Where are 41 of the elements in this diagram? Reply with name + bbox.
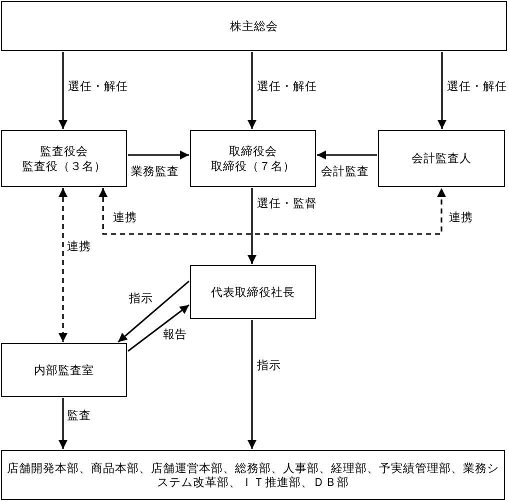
org-box bbox=[1, 1, 507, 51]
edge-label: 連携 bbox=[66, 240, 92, 254]
box-text: 取締役（７名） bbox=[211, 158, 295, 173]
edge-label: 指示 bbox=[128, 292, 154, 306]
arrow bbox=[128, 150, 189, 160]
arrow bbox=[58, 188, 68, 342]
note-label: 連携 bbox=[448, 211, 474, 225]
org-box bbox=[190, 130, 316, 187]
box-text: 内部監査室 bbox=[34, 362, 94, 378]
org-box bbox=[1, 343, 127, 397]
edge-label: 監査 bbox=[66, 409, 92, 423]
edge-label: 選任・解任 bbox=[67, 80, 129, 94]
org-box bbox=[1, 130, 127, 187]
edge-label: 報告 bbox=[162, 328, 188, 342]
edge-label: 選任・監督 bbox=[256, 197, 318, 211]
edge-label: 選任・解任 bbox=[446, 80, 508, 94]
org-box bbox=[1, 450, 505, 500]
edge-label: 指示 bbox=[256, 359, 282, 373]
box-text: 取締役会 bbox=[229, 144, 277, 158]
box-text: 監査役会 bbox=[40, 144, 88, 158]
org-box bbox=[378, 130, 505, 187]
edge-label: 業務監査 bbox=[130, 165, 180, 179]
box-text: 監査役（３名） bbox=[22, 158, 106, 173]
arrow bbox=[118, 280, 190, 343]
arrow bbox=[58, 398, 68, 449]
arrow bbox=[248, 188, 256, 264]
org-box bbox=[190, 265, 316, 319]
edge-label: 選任・解任 bbox=[256, 80, 318, 94]
arrow bbox=[98, 188, 446, 235]
edge-label: 連携 bbox=[112, 211, 138, 225]
arrow bbox=[248, 52, 256, 129]
arrow bbox=[58, 52, 68, 129]
box-text: 株主総会 bbox=[230, 18, 278, 34]
arrow bbox=[248, 320, 256, 449]
arrow bbox=[317, 150, 377, 160]
box-text: 会計監査人 bbox=[412, 151, 472, 166]
edge-label: 会計監査 bbox=[320, 165, 370, 179]
box-text: 店舗開発本部、商品本部、店舗運営本部、総務部、人事部、経理部、予実績管理部、業務システム改革部、ＩＴ推進部、ＤＢ部 bbox=[6, 460, 500, 490]
arrow bbox=[128, 304, 190, 352]
box-text: 代表取締役社長 bbox=[211, 284, 295, 300]
arrow bbox=[438, 52, 446, 129]
